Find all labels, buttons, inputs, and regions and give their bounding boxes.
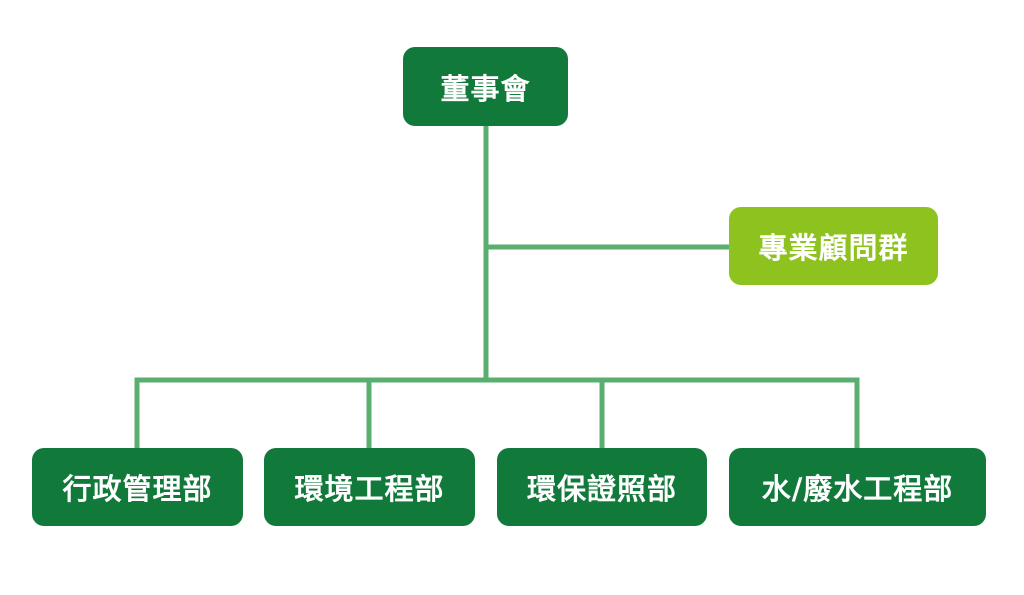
department-node-environmental-certification: 環保證照部 (497, 448, 707, 526)
board-node-label: 董事會 (440, 71, 531, 106)
board-node: 董事會 (403, 47, 568, 126)
advisors-node-label: 專業顧問群 (758, 231, 909, 265)
department-node-label: 環保證照部 (526, 472, 677, 506)
advisors-node: 專業顧問群 (729, 207, 938, 285)
department-node-environmental-engineering: 環境工程部 (264, 448, 475, 526)
department-node-label: 行政管理部 (62, 472, 213, 506)
department-node-label: 環境工程部 (294, 472, 445, 506)
department-node-water-wastewater: 水/廢水工程部 (729, 448, 986, 526)
department-node-admin: 行政管理部 (32, 448, 243, 526)
department-node-label: 水/廢水工程部 (761, 472, 954, 506)
